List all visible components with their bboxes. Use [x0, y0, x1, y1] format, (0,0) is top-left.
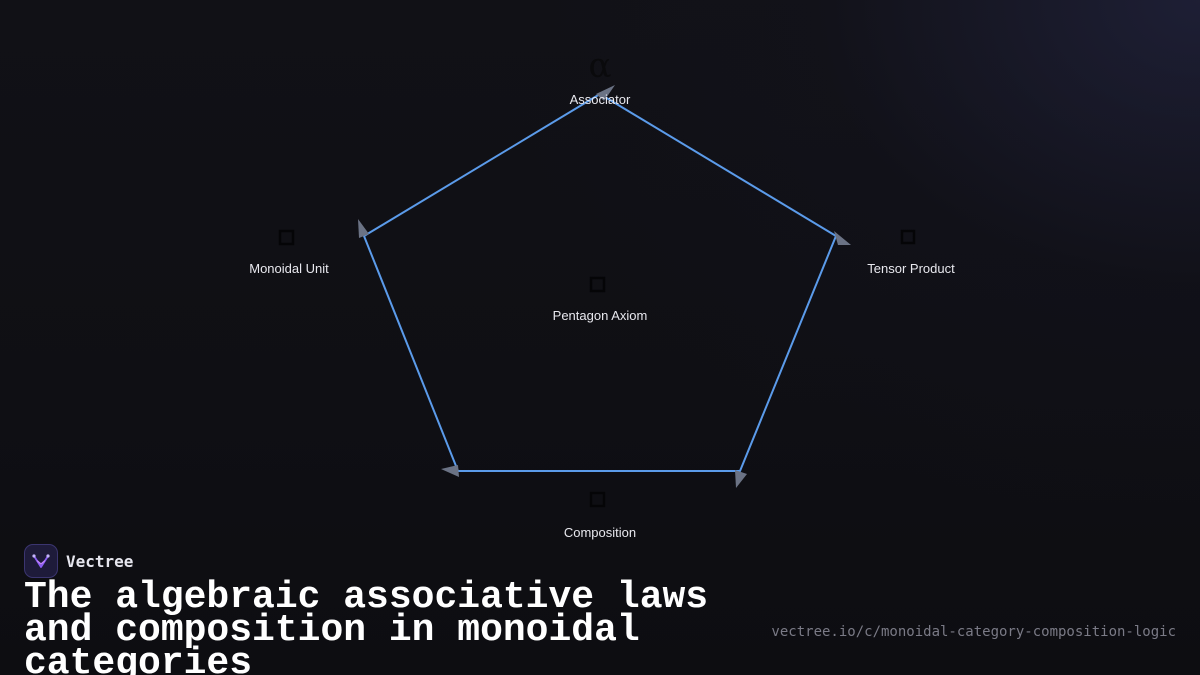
arrowhead-associator: [596, 85, 615, 101]
square-icon: [589, 491, 606, 508]
brand: Vectree: [24, 544, 133, 578]
node-label-associator: Associator: [570, 92, 631, 107]
pentagon-outline: [363, 93, 837, 472]
node-label-composition: Composition: [564, 525, 636, 540]
node-label-monoidal-unit: Monoidal Unit: [249, 261, 329, 276]
center-label-pentagon-axiom: Pentagon Axiom: [553, 308, 648, 323]
page-title: The algebraic associative laws and compo…: [24, 576, 709, 675]
square-icon: [900, 229, 916, 245]
arrowhead-monoidal-unit: [358, 219, 369, 238]
page-url[interactable]: vectree.io/c/monoidal-category-compositi…: [771, 624, 1176, 640]
brand-name: Vectree: [66, 551, 134, 571]
node-label-tensor-product: Tensor Product: [867, 261, 955, 276]
arrowhead-tensor-product: [834, 231, 851, 245]
alpha-icon: α: [589, 46, 612, 86]
square-icon: [589, 276, 606, 293]
arrowhead-composition: [735, 470, 747, 488]
arrowhead-composition-left: [441, 465, 459, 477]
vectree-logo-icon: [24, 544, 58, 578]
square-icon: [278, 229, 295, 246]
